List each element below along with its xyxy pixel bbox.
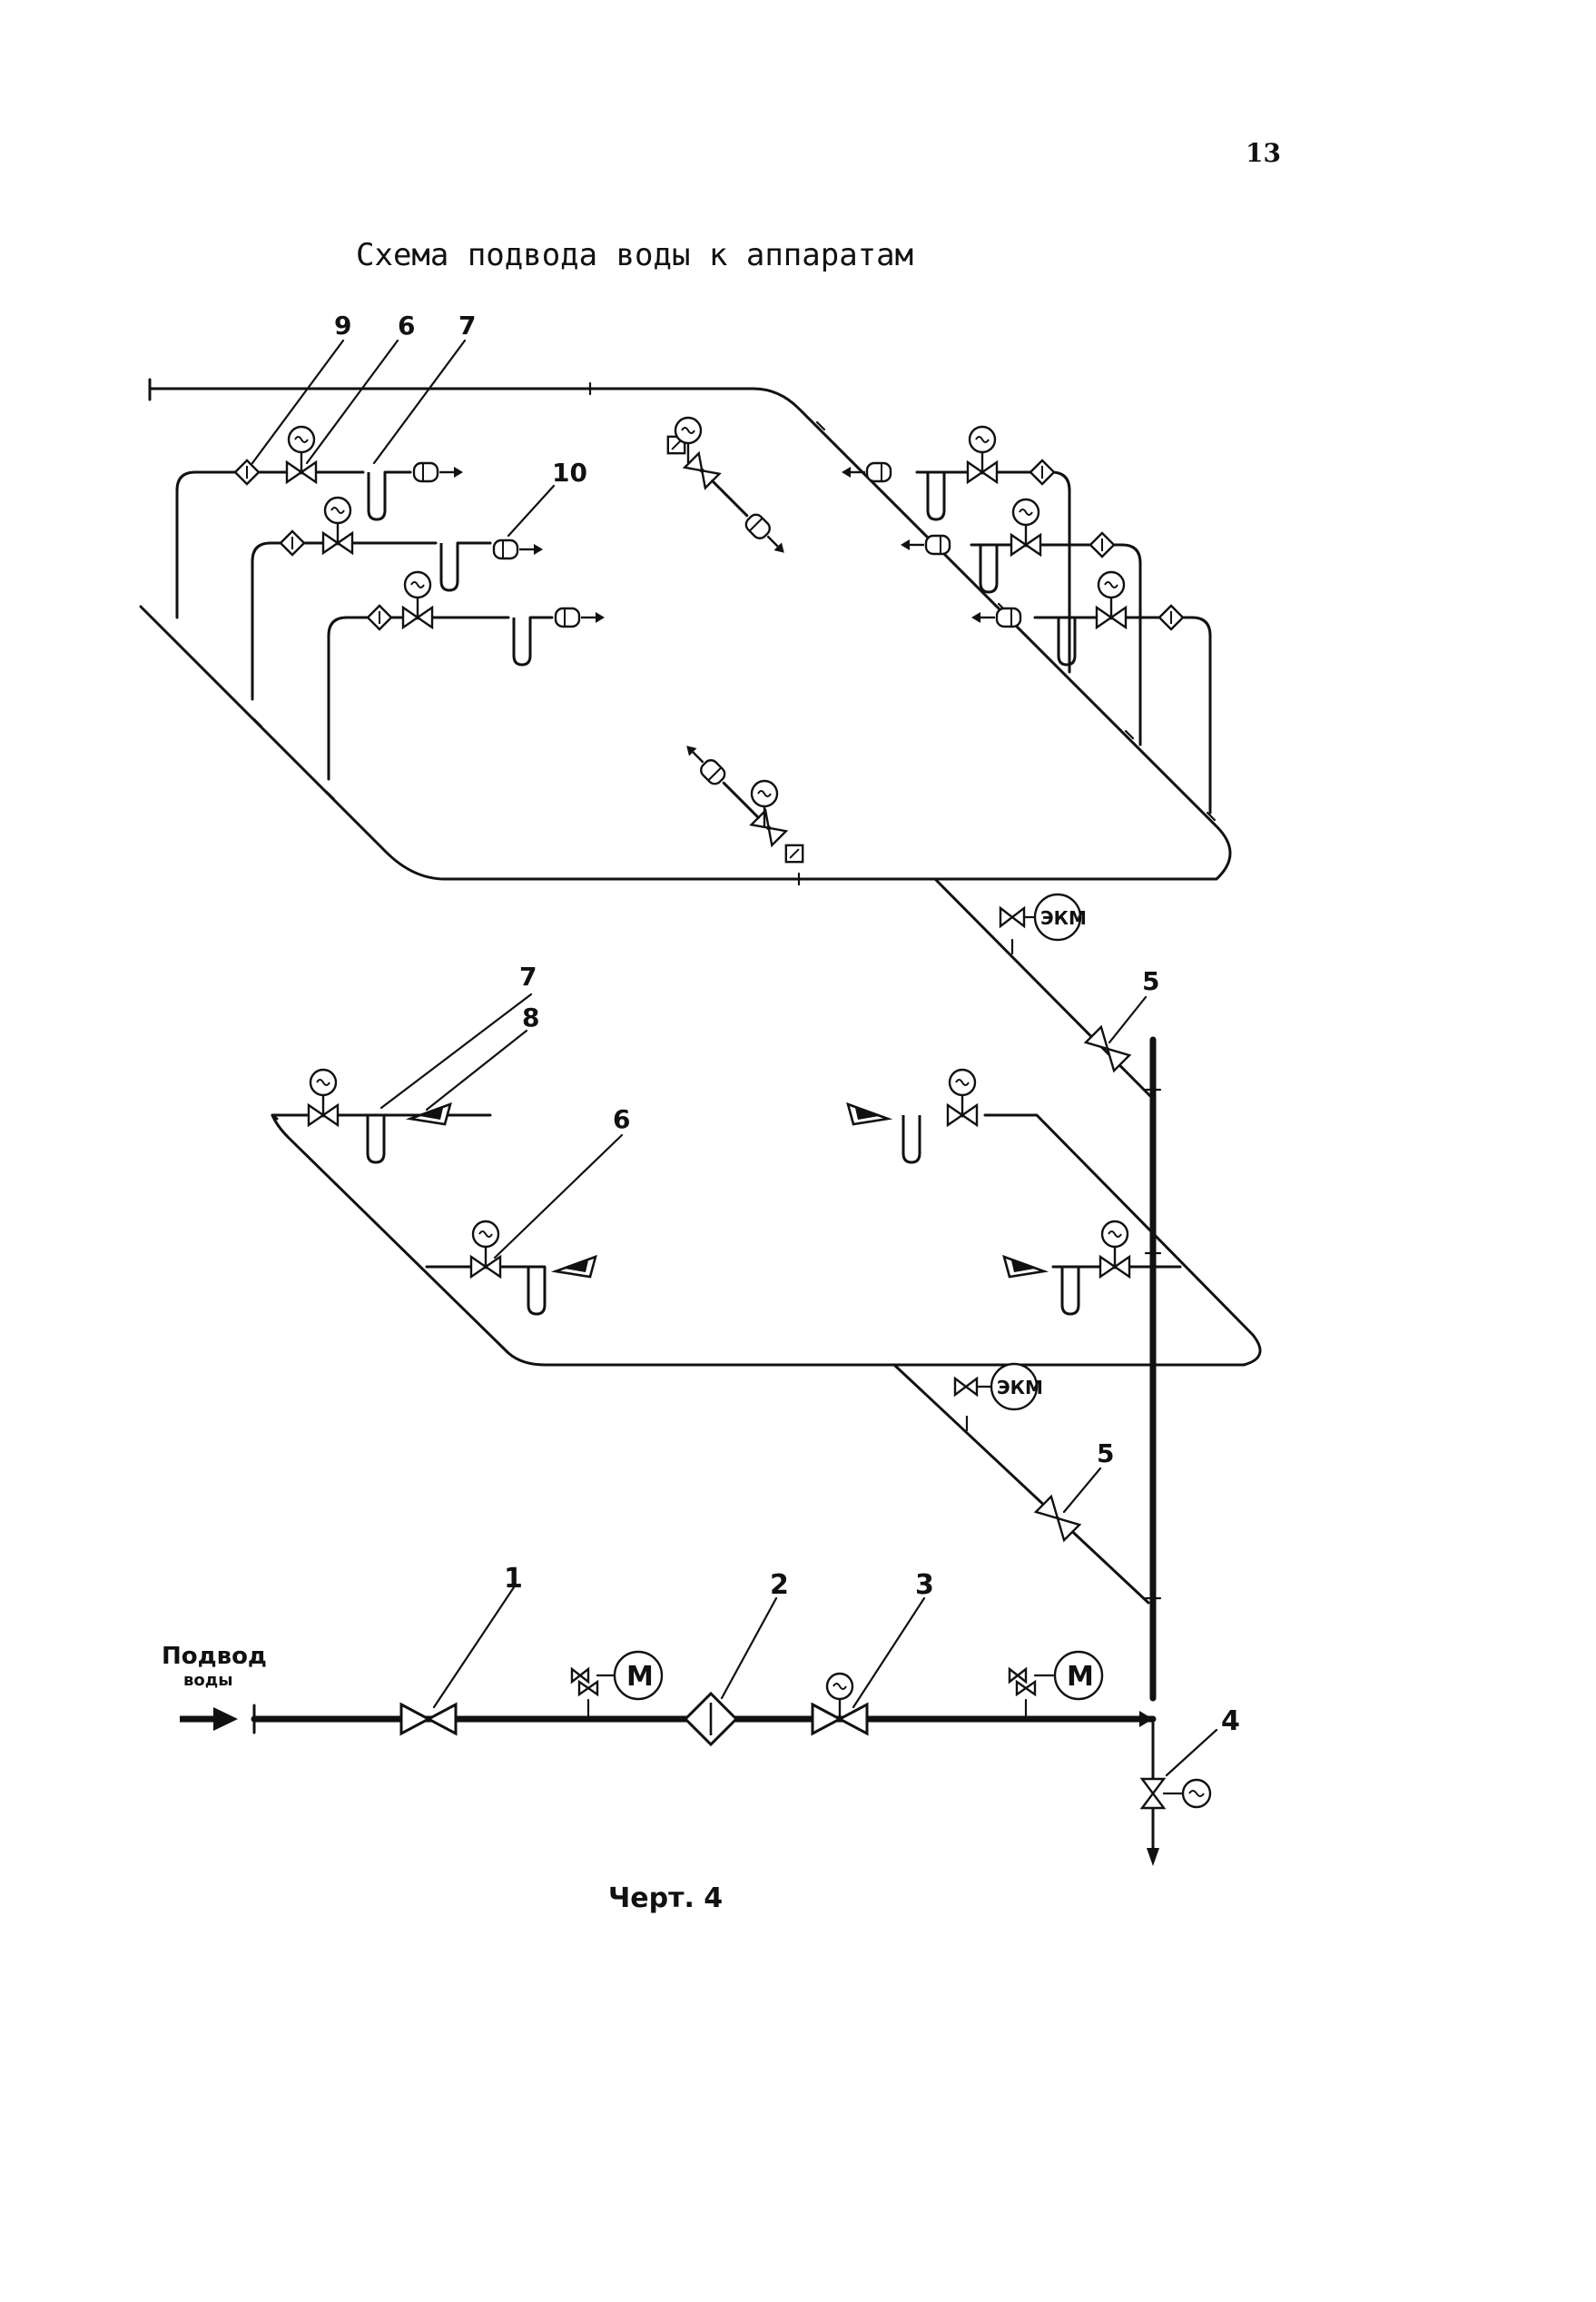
trap-icon <box>901 1113 921 1164</box>
trap-icon <box>439 541 459 592</box>
inlet-arrow-icon <box>180 1707 238 1731</box>
filter-icon <box>279 529 306 557</box>
trap-icon <box>1057 616 1077 667</box>
main-supply-line: Подвод воды 1 М 2 <box>162 1563 1240 1866</box>
sprinkler-icon <box>840 461 892 483</box>
callout-10: 10 <box>552 458 587 488</box>
callout-4: 4 <box>1221 1705 1240 1737</box>
sprinkler-icon <box>554 607 606 628</box>
page-number: 13 <box>1246 138 1281 168</box>
callout-7-middle: 7 <box>519 962 537 992</box>
trap-icon <box>366 1113 386 1164</box>
filter-icon <box>1089 531 1116 558</box>
drain-valve-4 <box>1139 1777 1167 1810</box>
sprinkler-icon <box>412 461 465 483</box>
sprinkler-icon <box>970 607 1022 628</box>
drencher-nozzle-icon <box>1002 1255 1046 1279</box>
trap-icon <box>527 1265 547 1316</box>
callout-8: 8 <box>522 1003 539 1032</box>
figure-caption: Черт. 4 <box>608 1882 723 1914</box>
drencher-network: 7 8 6 <box>271 962 1262 1367</box>
page-title: Схема подвода воды к аппаратам <box>356 237 913 273</box>
check-valve-icon <box>1033 1494 1082 1543</box>
callout-1: 1 <box>504 1563 523 1595</box>
sprinkler-icon <box>899 534 951 556</box>
inlet-label-line1: Подвод <box>162 1643 267 1670</box>
filter-icon <box>776 835 813 872</box>
ekm-label-1: ЭКМ <box>1040 907 1087 929</box>
callout-5-upper: 5 <box>1142 966 1159 996</box>
filter-icon <box>1158 604 1185 631</box>
callout-3: 3 <box>915 1569 934 1601</box>
trap-icon <box>979 543 999 594</box>
drencher-nozzle-icon <box>554 1255 597 1279</box>
callout-9: 9 <box>334 311 351 341</box>
drencher-nozzle-icon <box>846 1102 890 1126</box>
ekm-label-2: ЭКМ <box>997 1377 1043 1398</box>
m-label-1: М <box>626 1661 654 1693</box>
trap-icon <box>367 470 387 521</box>
callout-6-middle: 6 <box>613 1104 630 1134</box>
callout-5-lower: 5 <box>1097 1438 1114 1468</box>
callout-7: 7 <box>458 311 476 341</box>
inlet-label-line2: воды <box>183 1671 233 1690</box>
upper-sprinkler-network: 9 6 7 10 <box>139 311 1232 886</box>
filter-icon <box>233 459 261 486</box>
main-filter <box>683 1691 739 1747</box>
manometer-1: М <box>570 1650 664 1721</box>
filter-icon <box>366 604 393 631</box>
callout-2: 2 <box>770 1569 789 1601</box>
callout-6: 6 <box>398 311 415 341</box>
trap-icon <box>926 470 946 521</box>
check-valve-icon <box>1083 1024 1132 1073</box>
m-label-2: М <box>1067 1661 1094 1693</box>
sprinkler-icon <box>492 538 545 560</box>
ekm-gauge-1: ЭКМ <box>999 893 1087 955</box>
ekm-gauge-2: ЭКМ <box>953 1362 1043 1432</box>
manometer-2: М <box>1008 1650 1104 1721</box>
trap-icon <box>512 616 532 667</box>
pressure-gauge-icon <box>825 1672 854 1721</box>
sprinkler-icon <box>678 737 729 788</box>
sprinkler-icon <box>742 510 793 561</box>
gate-valve-1 <box>399 1702 458 1736</box>
filter-icon <box>1029 459 1056 486</box>
trap-icon <box>1060 1265 1080 1316</box>
